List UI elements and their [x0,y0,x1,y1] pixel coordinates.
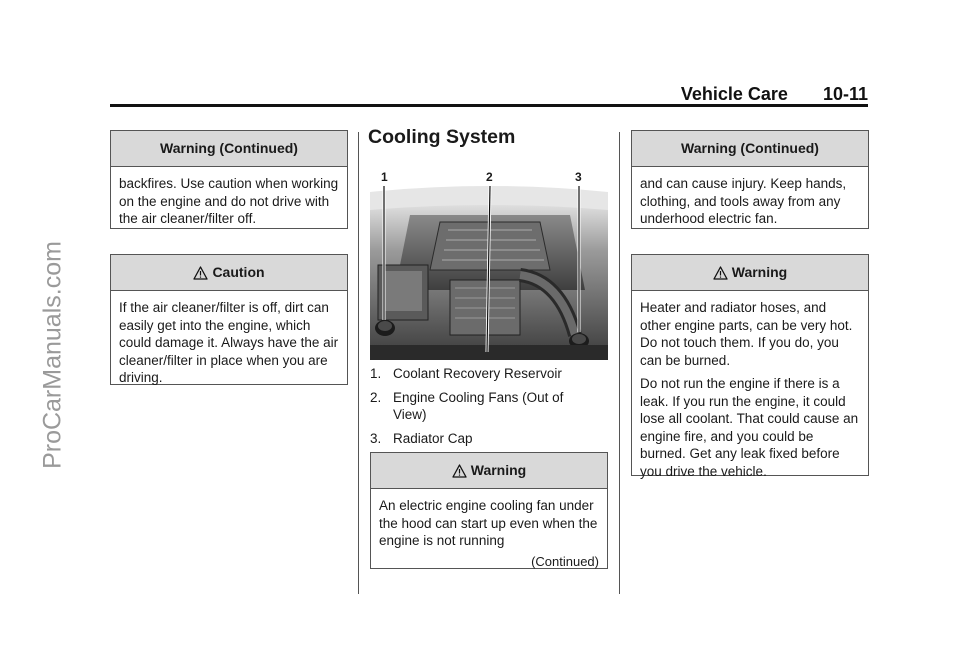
box-title: Warning [371,453,607,489]
warning-box: Warning Heater and radiator hoses, and o… [631,254,869,479]
box-body: Heater and radiator hoses, and other eng… [632,291,868,490]
list-item: 1. Coolant Recovery Reservoir [370,365,600,382]
list-item-text: Coolant Recovery Reservoir [393,366,562,381]
box-body: If the air cleaner/filter is off, dirt c… [119,300,339,385]
caution-box: Caution If the air cleaner/filter is off… [110,254,348,385]
warning-continued-box: Warning (Continued) backfires. Use cauti… [110,130,348,229]
list-item-number: 2. [370,390,382,405]
box-title: Warning (Continued) [632,131,868,167]
page-number: 10-11 [822,84,868,104]
warning-triangle-icon [713,266,728,280]
caution-title: Caution [212,264,265,280]
list-item: 2. Engine Cooling Fans (Out of View) [370,389,600,423]
watermark: ProCarManuals.com [38,241,67,469]
warning-box: Warning An electric engine cooling fan u… [370,452,608,569]
callout-label: 2 [486,170,493,184]
box-title: Caution [111,255,347,291]
box-body: An electric engine cooling fan under the… [371,489,607,580]
engine-bay-illustration [370,170,608,360]
list-item-text: Radiator Cap [393,431,473,446]
section-title: Cooling System [368,126,516,148]
section-name: Vehicle Care [680,84,788,104]
figure-callouts: 1 2 3 [370,170,608,190]
header-rule [110,104,868,107]
box-body: backfires. Use caution when working on t… [119,176,339,226]
warning-continued-box: Warning (Continued) and can cause injury… [631,130,869,229]
page-header: Vehicle Care 10-11 [681,84,868,105]
continued-label: (Continued) [531,553,599,569]
callout-label: 3 [575,170,582,184]
warning-title: Warning [470,462,527,478]
column-divider [358,132,359,594]
warning-triangle-icon [452,464,467,478]
callout-legend-list: 1. Coolant Recovery Reservoir 2. Engine … [370,365,600,454]
box-body: and can cause injury. Keep hands, clothi… [640,176,847,226]
callout-label: 1 [381,170,388,184]
box-title: Warning (Continued) [111,131,347,167]
box-title: Warning [632,255,868,291]
caution-triangle-icon [193,266,209,280]
list-item-text: Engine Cooling Fans (Out of View) [393,390,564,422]
warning-paragraph: Heater and radiator hoses, and other eng… [640,300,853,368]
warning-text: An electric engine cooling fan under the… [379,498,598,548]
list-item-number: 3. [370,431,382,446]
list-item: 3. Radiator Cap [370,430,600,447]
column-divider [619,132,620,594]
warning-title: Warning [731,264,788,280]
warning-paragraph: Do not run the engine if there is a leak… [640,376,859,479]
list-item-number: 1. [370,366,382,381]
